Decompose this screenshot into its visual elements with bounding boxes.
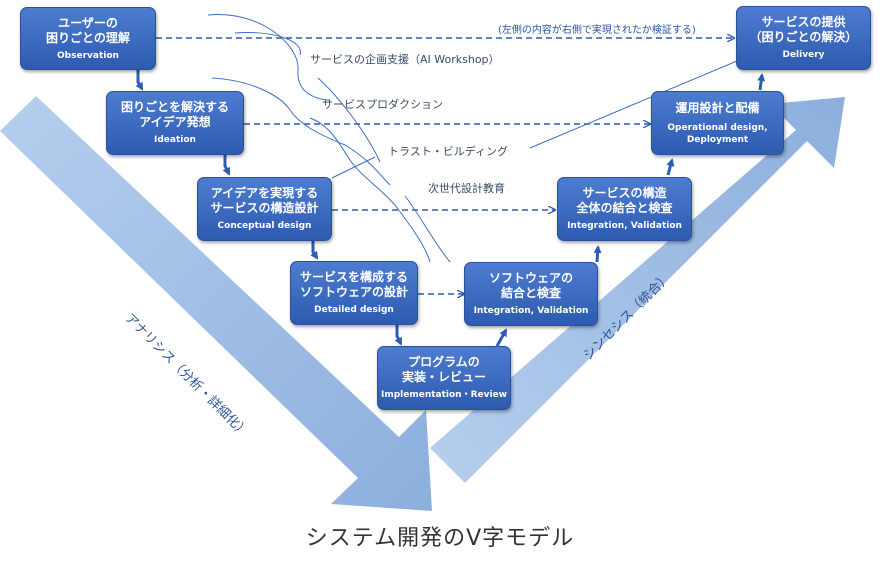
education-label: 次世代設計教育 [428,182,505,195]
deployment-title: 運用設計と配備 [675,100,760,115]
ideation-title: 困りごとを解決する アイデア発想 [120,100,229,129]
deployment-box: 運用設計と配備 Operational design, Deployment [651,91,784,155]
conceptual-design-subtitle: Conceptual design [217,221,312,231]
delivery-title: サービスの提供 （困りごとの解決） [749,15,858,44]
ideation-subtitle: Ideation [154,135,196,145]
implementation-title: プログラムの 実装・レビュー [401,355,486,384]
leader-line [234,31,301,56]
detailed-design-subtitle: Detailed design [314,305,394,315]
system-integration-subtitle: Integration, Validation [567,221,682,231]
leader-line [317,77,381,163]
software-integration-box: ソフトウェアの 結合と検査 Integration, Validation [464,262,598,326]
delivery-box: サービスの提供 （困りごとの解決） Delivery [736,6,871,70]
trust-building-label: トラスト・ビルディング [388,145,509,158]
observation-subtitle: Observation [57,50,119,61]
leader-line [309,117,431,263]
system-integration-title: サービスの構造 全体の結合と検査 [576,186,673,215]
delivery-subtitle: Delivery [782,50,825,60]
system-integration-box: サービスの構造 全体の結合と検査 Integration, Validation [557,177,692,241]
analysis-arrow [0,96,432,511]
leader-line [207,14,331,101]
implementation-box: プログラムの 実装・レビュー Implementation・Review [377,346,511,410]
leader-line [404,195,451,263]
step-arrow [757,73,766,91]
workshop-label: サービスの企画支援（AI Workshop） [310,53,500,66]
leader-line [529,52,757,149]
conceptual-design-title: アイデアを実現する サービスの構造設計 [210,186,319,215]
synthesis-arrow [430,97,845,483]
step-arrow [310,241,319,260]
step-arrow [394,325,403,346]
software-integration-subtitle: Integration, Validation [473,306,589,316]
observation-box: ユーザーの 困りごとの理解 Observation [20,7,156,70]
deployment-subtitle: Operational design, Deployment [667,122,768,145]
detailed-design-title: サービスを構成する ソフトウェアの設計 [299,270,408,299]
leader-line [331,156,376,179]
step-arrow [135,70,144,91]
detailed-design-box: サービスを構成する ソフトウェアの設計 Detailed design [290,261,418,325]
step-arrow [666,158,675,176]
ideation-box: 困りごとを解決する アイデア発想 Ideation [106,91,244,155]
conceptual-design-box: アイデアを実現する サービスの構造設計 Conceptual design [197,177,332,241]
verification-note: (左側の内容が右側で実現されたか検証する) [498,25,696,36]
software-integration-title: ソフトウェアの 結合と検査 [488,271,573,300]
step-arrow [222,155,231,176]
observation-title: ユーザーの 困りごとの理解 [46,15,130,45]
production-label: サービスプロダクション [322,98,443,111]
leader-line [211,77,391,186]
implementation-subtitle: Implementation・Review [380,390,507,400]
step-arrow [495,328,508,347]
step-arrow [593,245,602,263]
diagram-caption: システム開発のV字モデル [305,526,575,551]
